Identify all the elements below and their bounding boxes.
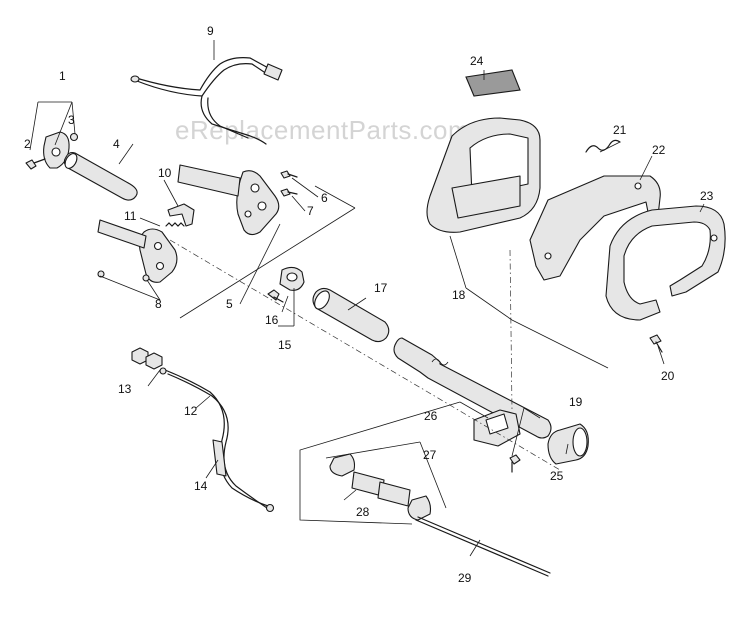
- callout-9: 9: [207, 24, 214, 38]
- callout-29: 29: [458, 571, 472, 585]
- callout-25: 25: [550, 469, 564, 483]
- callout-14: 14: [194, 479, 208, 493]
- part-14-cable-sleeve[interactable]: [212, 439, 227, 477]
- part-16-bolt[interactable]: [267, 289, 284, 303]
- assembly-lines: [29, 40, 705, 557]
- callout-17: 17: [374, 281, 388, 295]
- callout-5: 5: [226, 297, 233, 311]
- callout-28: 28: [356, 505, 370, 519]
- callout-8: 8: [155, 297, 162, 311]
- part-17-outer-tube-grip[interactable]: [312, 287, 390, 343]
- callout-19: 19: [569, 395, 583, 409]
- callout-27: 27: [423, 448, 437, 462]
- callout-3: 3: [68, 113, 75, 127]
- part-11-spring[interactable]: [165, 222, 185, 227]
- part-19-bracket-bolt[interactable]: [509, 454, 521, 473]
- part-7-screw[interactable]: [280, 188, 298, 197]
- callout-11: 11: [124, 209, 137, 223]
- callout-15: 15: [278, 338, 292, 352]
- part-2-screw[interactable]: [25, 158, 46, 170]
- callout-18: 18: [452, 288, 466, 302]
- callout-12: 12: [184, 404, 198, 418]
- callout-23: 23: [700, 189, 714, 203]
- part-6-screw[interactable]: [280, 170, 298, 179]
- callout-21: 21: [613, 123, 627, 137]
- callout-4: 4: [113, 137, 120, 151]
- callout-26: 26: [424, 409, 438, 423]
- part-26-gear-case[interactable]: [473, 409, 521, 447]
- part-13-nuts[interactable]: [131, 347, 163, 370]
- callout-22: 22: [652, 143, 666, 157]
- part-18-debris-shield[interactable]: [426, 117, 541, 233]
- part-10-trigger-lever[interactable]: [167, 203, 195, 227]
- callout-20: 20: [661, 369, 675, 383]
- part-4-grip[interactable]: [63, 151, 138, 201]
- watermark: eReplacementParts.com: [175, 115, 471, 145]
- part-24-label[interactable]: [465, 69, 521, 97]
- part-12-throttle-cable[interactable]: [159, 367, 275, 513]
- callout-16: 16: [265, 313, 279, 327]
- part-28-bearings[interactable]: [351, 471, 411, 507]
- callout-24: 24: [470, 54, 484, 68]
- callout-1: 1: [59, 69, 66, 83]
- callout-10: 10: [158, 166, 172, 180]
- part-22-mounting-plate[interactable]: [529, 175, 661, 281]
- callout-6: 6: [321, 191, 328, 205]
- part-3-nut[interactable]: [69, 132, 79, 142]
- part-5-handle-bracket[interactable]: [177, 164, 280, 236]
- part-9-wire-harness[interactable]: [130, 57, 283, 145]
- callout-2: 2: [24, 137, 31, 151]
- part-15-clamp[interactable]: [279, 266, 305, 291]
- part-25-collar[interactable]: [547, 423, 589, 465]
- part-23-guard-frame[interactable]: [605, 205, 726, 321]
- part-8-handle-half[interactable]: [97, 219, 178, 283]
- part-27-bushings[interactable]: [329, 453, 432, 521]
- callout-7: 7: [307, 204, 314, 218]
- drive-shaft-tube[interactable]: [393, 337, 552, 439]
- callout-13: 13: [118, 382, 132, 396]
- callout-labels: 1 2 3 4 5 6 7 8 9 10 11 12 13 14 15 16 1…: [24, 24, 714, 585]
- part-20-screw[interactable]: [649, 334, 663, 353]
- part-29-flex-drive-shaft[interactable]: [415, 516, 551, 577]
